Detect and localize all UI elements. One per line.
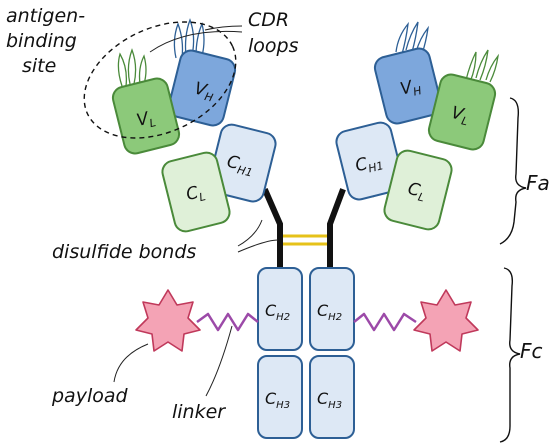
right-vh-domain: VH bbox=[373, 47, 443, 125]
fab-label: Fab bbox=[526, 171, 550, 195]
antigen-binding-site-label: antigen- binding site bbox=[6, 5, 91, 77]
right-ch3-domain: CH3 bbox=[309, 355, 355, 439]
left-payload-star bbox=[135, 289, 201, 352]
right-cl-domain: CL bbox=[383, 149, 453, 231]
right-fab: VH CH1 VL CL bbox=[335, 47, 497, 231]
right-ch2-domain: CH2 bbox=[309, 267, 355, 351]
cdr-loops-label: CDR loops bbox=[248, 9, 299, 57]
svg-text:CH2: CH2 bbox=[265, 301, 290, 323]
left-ch1-domain: CH1 bbox=[207, 123, 277, 203]
fc-label: Fc bbox=[520, 339, 543, 363]
left-cl-domain: CL bbox=[161, 151, 231, 233]
fab-brace bbox=[499, 97, 527, 245]
svg-text:CL: CL bbox=[405, 179, 428, 205]
left-fab: VH CH1 VL CL bbox=[111, 49, 277, 233]
hinge-region bbox=[262, 188, 346, 271]
right-ch1-domain: CH1 bbox=[335, 121, 405, 201]
cdr-loops-right-light bbox=[465, 49, 499, 83]
left-ch2-domain: CH2 bbox=[257, 267, 303, 351]
left-ch3-domain: CH3 bbox=[257, 355, 303, 439]
right-vl-domain: VL bbox=[427, 73, 497, 151]
cdr-loops-right-heavy bbox=[395, 21, 429, 55]
fc-region: CH2 CH2 CH3 CH3 bbox=[257, 267, 355, 439]
right-linker bbox=[353, 312, 417, 332]
linker-label: linker bbox=[172, 401, 226, 423]
svg-text:VL: VL bbox=[449, 103, 472, 129]
cdr-loops-left-light bbox=[117, 48, 147, 87]
svg-text:CL: CL bbox=[184, 181, 207, 207]
disulfide-bonds-label: disulfide bonds bbox=[52, 241, 196, 263]
callout-lines bbox=[113, 25, 279, 397]
left-linker bbox=[196, 312, 259, 332]
svg-text:CH2: CH2 bbox=[317, 301, 342, 323]
svg-text:CH1: CH1 bbox=[224, 152, 256, 180]
fc-brace bbox=[499, 267, 521, 443]
svg-text:VH: VH bbox=[192, 79, 217, 105]
antigen-binding-site-outline bbox=[83, 21, 237, 139]
svg-text:CH3: CH3 bbox=[317, 389, 342, 411]
payload-label: payload bbox=[51, 385, 128, 407]
svg-text:CH3: CH3 bbox=[265, 389, 290, 411]
svg-text:CH1: CH1 bbox=[353, 150, 385, 178]
right-payload-star bbox=[413, 289, 479, 352]
left-vl-domain: VL bbox=[111, 77, 181, 155]
